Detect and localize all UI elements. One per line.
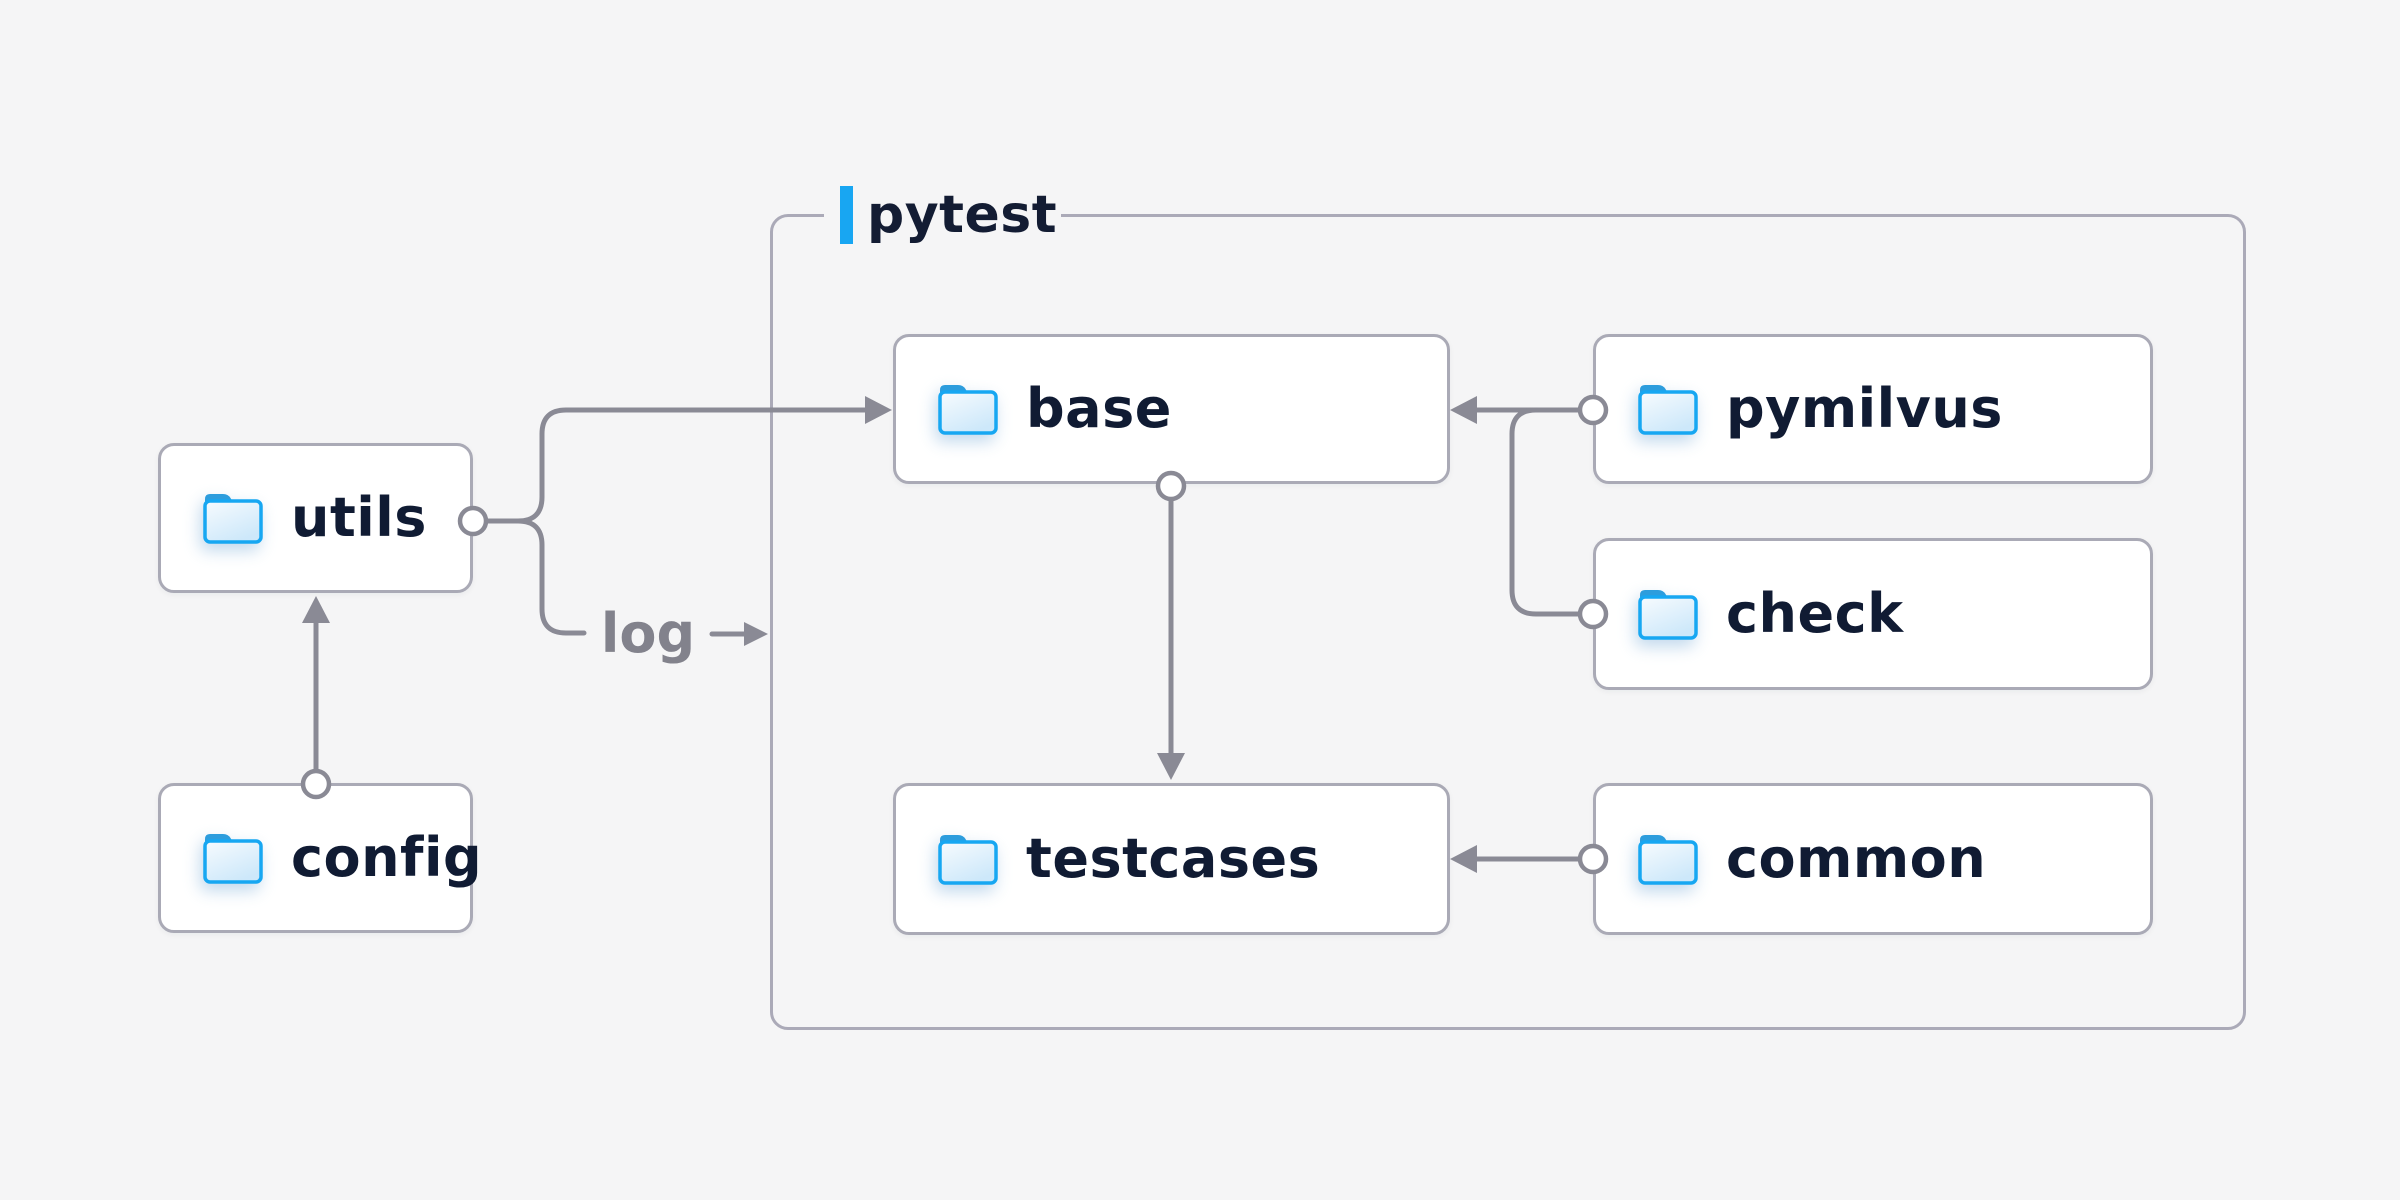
node-testcases: testcases — [893, 783, 1450, 935]
folder-icon — [938, 835, 998, 885]
node-label: config — [291, 826, 483, 889]
node-label: utils — [291, 486, 427, 549]
folder-icon — [1638, 835, 1698, 885]
node-label: pymilvus — [1726, 377, 2003, 440]
group-pytest-label: pytest — [824, 183, 1062, 247]
node-base: base — [893, 334, 1450, 484]
edge-line — [515, 518, 587, 636]
group-pytest — [770, 214, 2246, 1030]
arrowhead-up-icon — [302, 596, 330, 623]
edge-config-to-utils — [300, 596, 332, 800]
folder-icon — [203, 834, 263, 884]
node-label: check — [1726, 582, 1904, 645]
group-title: pytest — [867, 185, 1058, 245]
node-label: common — [1726, 827, 1987, 890]
node-common: common — [1593, 783, 2153, 935]
node-label: base — [1026, 377, 1172, 440]
node-check: check — [1593, 538, 2153, 690]
node-pymilvus: pymilvus — [1593, 334, 2153, 484]
folder-icon — [1638, 385, 1698, 435]
node-utils: utils — [158, 443, 473, 593]
folder-icon — [938, 385, 998, 435]
folder-icon — [203, 494, 263, 544]
node-config: config — [158, 783, 482, 933]
folder-icon — [1638, 590, 1698, 640]
arrowhead-right-icon — [744, 622, 768, 646]
accent-bar-icon — [840, 186, 853, 244]
node-label: testcases — [1026, 827, 1321, 890]
edge-label-log: log — [600, 602, 696, 665]
